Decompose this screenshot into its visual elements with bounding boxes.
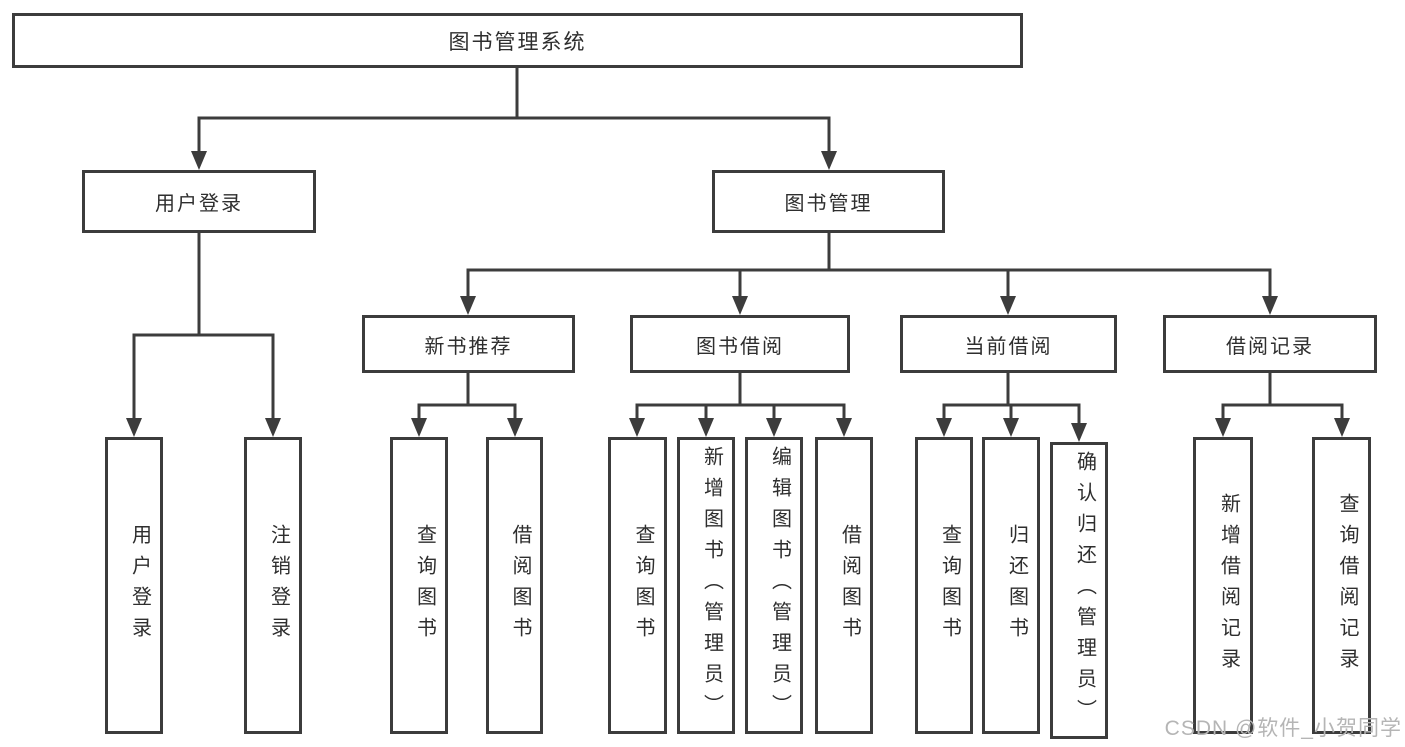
arrowhead [1071, 423, 1087, 442]
arrowhead [936, 418, 952, 437]
node-leaf-query-books-borrow: 查询图书 [608, 437, 667, 734]
node-user-login-module: 用户登录 [82, 170, 316, 233]
node-label: 新增图书（管理员） [700, 446, 723, 725]
node-leaf-borrow-books-recommend: 借阅图书 [486, 437, 543, 734]
arrowhead [126, 418, 142, 437]
node-label: 当前借阅 [964, 335, 1053, 358]
node-label: 图书借阅 [696, 335, 784, 358]
node-label: 查询图书 [938, 523, 961, 648]
arrowhead [698, 418, 714, 437]
node-leaf-add-book-admin: 新增图书（管理员） [677, 437, 735, 734]
node-library-management-system: 图书管理系统 [12, 13, 1023, 68]
arrowhead [1215, 418, 1231, 437]
arrowhead [821, 151, 837, 170]
node-label: 借阅记录 [1226, 335, 1314, 358]
node-leaf-user-login: 用户登录 [105, 437, 163, 734]
node-borrow-record: 借阅记录 [1163, 315, 1377, 373]
arrowhead [411, 418, 427, 437]
node-label: 图书管理 [784, 193, 873, 215]
arrowhead [1003, 418, 1019, 437]
arrowhead [265, 418, 281, 437]
arrowhead [766, 418, 782, 437]
node-label: 图书管理系统 [448, 30, 587, 54]
node-new-book-recommend: 新书推荐 [362, 315, 575, 373]
node-leaf-query-books-current: 查询图书 [915, 437, 973, 734]
node-leaf-borrow-book: 借阅图书 [815, 437, 873, 734]
node-leaf-edit-book-admin: 编辑图书（管理员） [745, 437, 803, 734]
node-book-management-module: 图书管理 [712, 170, 945, 233]
node-label: 确认归还（管理员） [1073, 451, 1096, 730]
node-label: 编辑图书（管理员） [768, 446, 791, 725]
node-leaf-query-books-recommend: 查询图书 [390, 437, 448, 734]
node-leaf-add-borrow-record: 新增借阅记录 [1193, 437, 1253, 734]
node-leaf-confirm-return-admin: 确认归还（管理员） [1050, 442, 1108, 739]
arrowhead [629, 418, 645, 437]
node-label: 用户登录 [128, 523, 151, 648]
node-leaf-logout: 注销登录 [244, 437, 302, 734]
arrowhead [191, 151, 207, 170]
arrowhead [1000, 296, 1016, 315]
arrowhead [1334, 418, 1350, 437]
node-label: 注销登录 [267, 523, 290, 648]
node-label: 归还图书 [1005, 523, 1028, 648]
arrowhead [1262, 296, 1278, 315]
node-current-borrow: 当前借阅 [900, 315, 1117, 373]
node-label: 新增借阅记录 [1217, 492, 1240, 679]
csdn-watermark: CSDN @软件_小贺同学 [1164, 717, 1402, 740]
node-label: 新书推荐 [424, 335, 513, 358]
node-label: 借阅图书 [838, 523, 861, 648]
arrowhead [460, 296, 476, 315]
node-label: 查询借阅记录 [1336, 492, 1358, 679]
arrowhead [836, 418, 852, 437]
node-leaf-return-book: 归还图书 [982, 437, 1040, 734]
node-label: 查询图书 [632, 523, 654, 648]
node-book-borrow: 图书借阅 [630, 315, 850, 373]
arrowheads [126, 151, 1350, 442]
node-label: 用户登录 [155, 193, 243, 215]
node-label: 借阅图书 [509, 523, 531, 648]
node-leaf-query-borrow-record: 查询借阅记录 [1312, 437, 1371, 734]
arrowhead [507, 418, 523, 437]
node-label: 查询图书 [413, 523, 436, 648]
arrowhead [732, 296, 748, 315]
